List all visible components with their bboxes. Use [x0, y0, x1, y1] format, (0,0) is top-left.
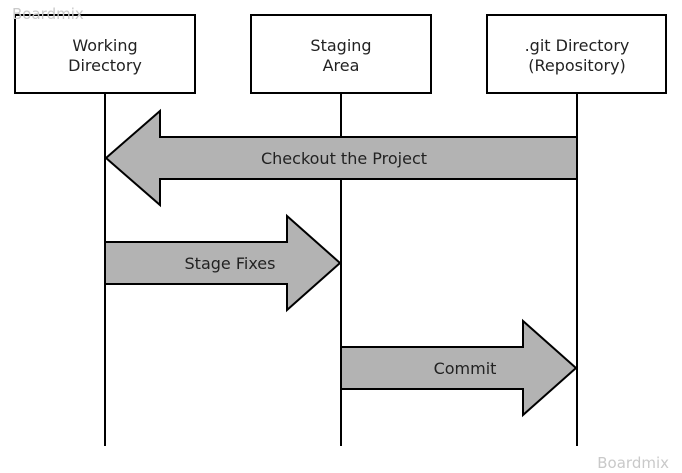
participant-label-line2: Directory [68, 56, 142, 75]
watermark-top-left: Boardmix [12, 5, 84, 23]
participant-working-directory: Working Directory [14, 14, 196, 94]
message-commit: Commit [340, 318, 578, 418]
participant-label-line2: (Repository) [528, 56, 626, 75]
message-label: Checkout the Project [261, 149, 427, 168]
message-stage-fixes: Stage Fixes [104, 213, 342, 313]
message-label: Commit [434, 359, 497, 378]
participant-label-line2: Area [323, 56, 360, 75]
participant-label-line1: Working [72, 36, 137, 55]
watermark-bottom-right: Boardmix [597, 454, 669, 472]
participant-staging-area: Staging Area [250, 14, 432, 94]
arrow-right-shape [340, 318, 578, 418]
participant-label-line1: Staging [310, 36, 371, 55]
message-checkout-the-project: Checkout the Project [104, 108, 578, 208]
arrow-right-shape [104, 213, 342, 313]
arrow-left-shape [104, 108, 578, 208]
participant-git-directory: .git Directory (Repository) [486, 14, 667, 94]
participant-label-line1: .git Directory [525, 36, 630, 55]
participant-box [250, 14, 432, 94]
message-label: Stage Fixes [185, 254, 276, 273]
participant-box [486, 14, 667, 94]
participant-box [14, 14, 196, 94]
